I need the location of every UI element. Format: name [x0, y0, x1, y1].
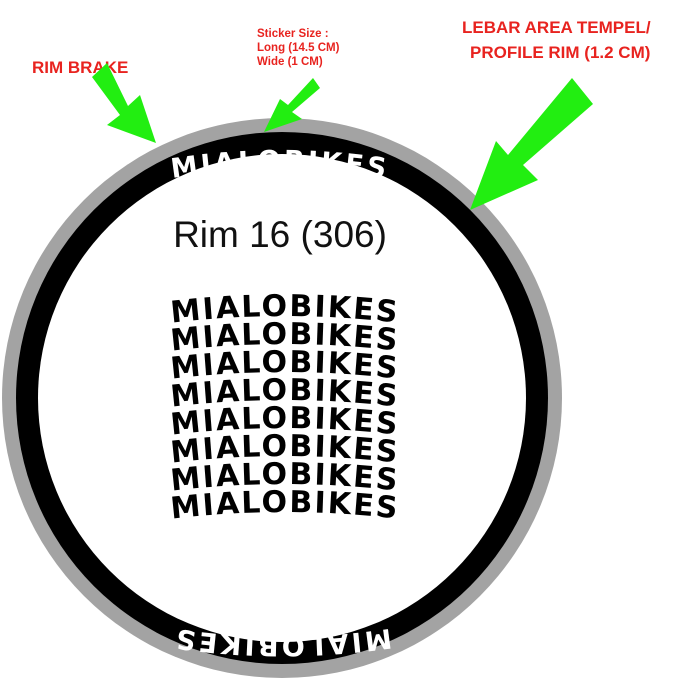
label-rim-brake: RIM BRAKE — [32, 58, 128, 77]
sticker-decal: MIALOBIKES — [169, 345, 401, 387]
sticker-decal: MIALOBIKES — [169, 485, 401, 527]
rim-inner-area — [38, 154, 526, 642]
label-sticker-size-wide: Wide (1 CM) — [257, 56, 323, 68]
sticker-decal: MIALOBIKES — [169, 317, 401, 359]
label-area-line2: PROFILE RIM (1.2 CM) — [470, 43, 650, 62]
sticker-decal: MIALOBIKES — [169, 457, 401, 499]
sticker-stack: MIALOBIKESMIALOBIKESMIALOBIKESMIALOBIKES… — [169, 289, 401, 527]
green-arrow-icon — [264, 78, 320, 132]
label-area-line1: LEBAR AREA TEMPEL/ — [462, 18, 651, 37]
sticker-decal: MIALOBIKES — [169, 401, 401, 443]
label-sticker-size-long: Long (14.5 CM) — [257, 42, 340, 54]
label-sticker-size-title: Sticker Size : — [257, 28, 329, 40]
green-arrow-icon — [470, 78, 593, 210]
sticker-decal: MIALOBIKES — [169, 289, 401, 331]
sticker-decal: MIALOBIKES — [169, 429, 401, 471]
green-arrow-icon — [92, 63, 156, 143]
sticker-decal: MIALOBIKES — [169, 373, 401, 415]
rim-title: Rim 16 (306) — [173, 214, 387, 255]
